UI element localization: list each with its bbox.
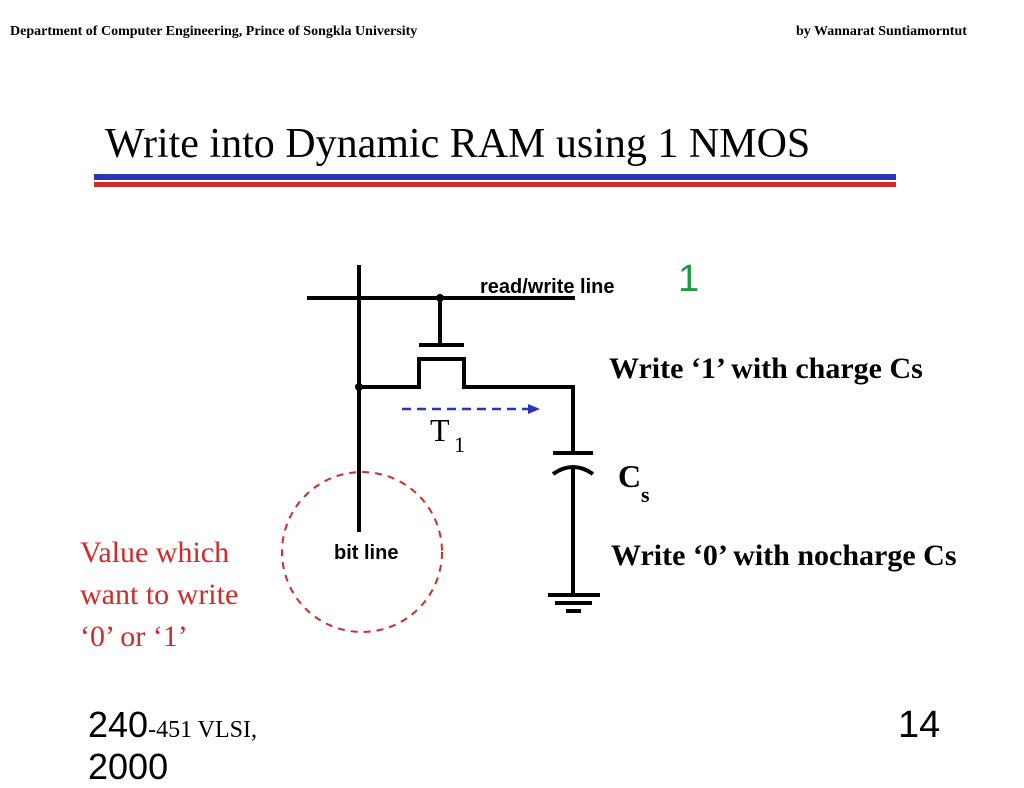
footer-course: 240-451 VLSI, 2000 [88, 704, 257, 788]
capacitor-bottom-plate [551, 465, 595, 476]
capacitor-label-subscript: s [641, 482, 650, 507]
transistor-channel [359, 357, 575, 389]
value-note-line: ‘0’ or ‘1’ [80, 620, 188, 653]
title-underline-red [94, 182, 896, 187]
bit-line-junction-dot [355, 383, 363, 391]
read-write-line-label: read/write line [480, 276, 615, 298]
header-author: by Wannarat Suntiamorntut [796, 24, 967, 39]
transistor-label-subscript: 1 [454, 432, 465, 457]
capacitor-label: C [618, 458, 642, 494]
value-note-line: want to write [80, 578, 239, 611]
footer-course-year: 2000 [88, 746, 169, 787]
title-underline-blue [94, 174, 896, 180]
value-note: Value which want to write ‘0’ or ‘1’ [80, 532, 280, 658]
footer-course-number: 240 [88, 704, 149, 745]
value-note-line: Value which [80, 536, 230, 569]
title-underline [94, 174, 896, 188]
charge-flow-arrowhead [528, 404, 540, 414]
page-number: 14 [898, 704, 941, 746]
bit-line-highlight-circle [281, 471, 443, 633]
header-department: Department of Computer Engineering, Prin… [10, 24, 418, 39]
write-zero-annotation: Write ‘0’ with nocharge Cs [611, 539, 957, 572]
write-one-annotation: Write ‘1’ with charge Cs [609, 352, 923, 385]
read-write-value: 1 [678, 258, 700, 300]
footer-course-name: -451 VLSI, [148, 717, 257, 743]
slide-title: Write into Dynamic RAM using 1 NMOS [105, 121, 811, 167]
transistor-label: T [430, 412, 450, 448]
bit-line-label: bit line [334, 542, 399, 564]
dram-circuit-diagram [281, 265, 600, 633]
